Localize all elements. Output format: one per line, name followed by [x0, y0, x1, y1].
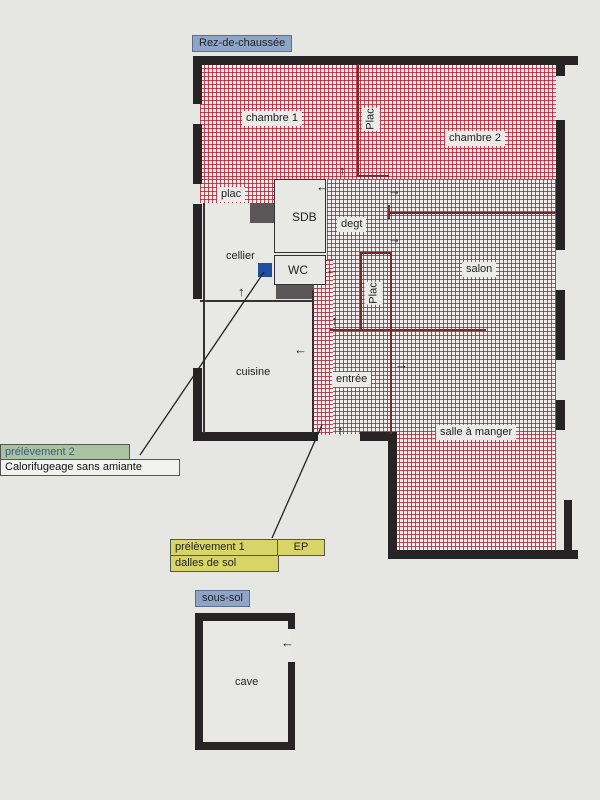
partition-cuisine-entree [312, 290, 314, 433]
wall-top [193, 56, 578, 65]
room-cave [203, 621, 290, 741]
room-label-plac: plac [217, 187, 246, 202]
partition-cellier-left [203, 203, 205, 433]
room-wc [274, 255, 326, 285]
room-label-cuisine: cuisine [236, 366, 271, 378]
wall-cave-top [195, 613, 295, 621]
hatched-zone-plac [200, 179, 275, 203]
partition-entree-salle [390, 252, 392, 434]
room-label-plac-mid: Plac [364, 281, 383, 305]
door-arrow-up-icon: ↑ [331, 313, 338, 328]
duct-block [250, 203, 274, 223]
wall-bottom [388, 550, 578, 559]
wall-left-2 [193, 124, 202, 184]
sample-1-description: dalles de sol [170, 555, 279, 572]
door-arrow-left-icon: ← [316, 179, 329, 194]
partition-plac-bottom [357, 175, 389, 177]
wall-bottom-entree [360, 432, 395, 441]
sample-2-description: Calorifugeage sans amiante [0, 459, 180, 476]
partition-plac2-left [360, 252, 362, 330]
door-arrow-right-icon: → [388, 183, 401, 198]
door-arrow-left-icon: ← [294, 342, 307, 357]
door-arrow-up-icon: ↑ [339, 163, 346, 178]
floor-label-ground: Rez-de-chaussée [192, 35, 293, 52]
room-label-sdb: SDB [292, 210, 317, 224]
wall-bottom-kitchen [193, 432, 318, 441]
wall-right-2 [556, 120, 565, 250]
wall-right-5 [564, 500, 572, 558]
wall-cave-right-1 [288, 613, 295, 629]
room-label-salle-a-manger: salle à manger [436, 425, 517, 440]
door-arrow-left-icon: ← [326, 262, 339, 277]
room-label-chambre-2: chambre 2 [445, 131, 505, 146]
room-label-plac-top: Plac [361, 107, 380, 131]
duct-block-2 [276, 285, 314, 299]
wall-left-4 [193, 368, 202, 440]
wall-cave-right-2 [288, 662, 295, 750]
door-arrow-right-icon: → [388, 231, 401, 246]
partition-ch2-salon [390, 212, 556, 214]
partition-cellier-cuisine [200, 300, 313, 302]
wall-cave-left [195, 613, 203, 750]
sample-1-code: EP [277, 539, 325, 556]
floor-label-basement: sous-sol [195, 590, 250, 607]
door-arrow-right-icon: → [395, 357, 408, 372]
door-arrow-up-icon: ↑ [238, 284, 245, 299]
room-label-chambre-1: chambre 1 [242, 111, 302, 126]
hatched-zone-salle [395, 434, 556, 550]
room-label-wc: WC [288, 263, 308, 277]
hatched-zone-entree-left [313, 260, 333, 435]
sample-1-label: prélèvement 1 [170, 539, 287, 556]
room-label-cave: cave [235, 676, 259, 688]
room-label-salon: salon [462, 262, 497, 277]
room-sdb [274, 179, 326, 253]
door-arrow-up-icon: ↑ [337, 423, 344, 438]
wall-salle-left [388, 432, 397, 558]
hatched-zone-center [327, 179, 556, 434]
wall-right-4 [556, 400, 565, 430]
wall-left-1 [193, 56, 202, 104]
room-label-degt: degt [337, 217, 367, 232]
wall-right-3 [556, 290, 565, 360]
partition-ch1-ch2 [357, 64, 359, 176]
wall-cave-bottom [195, 742, 295, 750]
sample-marker-blue [258, 263, 272, 277]
wall-right-1 [556, 56, 565, 76]
door-arrow-left-icon: ← [281, 635, 294, 650]
room-label-entree: entrée [332, 372, 372, 387]
partition-door-post [388, 205, 390, 219]
wall-left-3 [193, 204, 202, 299]
partition-plac2-top [360, 252, 390, 254]
room-label-cellier: cellier [226, 250, 255, 262]
partition-salon-bottom [330, 329, 486, 331]
